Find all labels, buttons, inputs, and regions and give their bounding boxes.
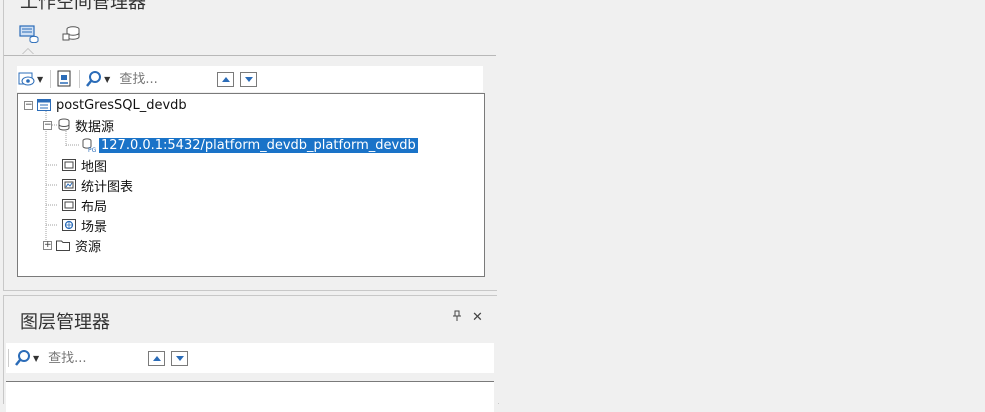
tree-node-charts[interactable]: 统计图表 <box>61 175 133 195</box>
search-icon <box>15 350 30 366</box>
tab-workspace[interactable] <box>16 22 42 46</box>
find-next-button[interactable] <box>171 350 189 366</box>
pin-button[interactable] <box>452 310 462 325</box>
close-button[interactable]: ✕ <box>472 310 483 325</box>
tree-node-scenes[interactable]: 场景 <box>61 215 107 235</box>
workspace-tree-icon <box>19 25 39 43</box>
toolbar-separator <box>8 349 9 367</box>
map-icon <box>61 157 77 173</box>
search-options-button[interactable]: ▼ <box>84 68 111 90</box>
find-previous-button[interactable] <box>217 71 235 87</box>
view-mode-button[interactable]: ▼ <box>17 68 44 90</box>
tree-node-label: 布局 <box>81 199 108 215</box>
tree-node-maps[interactable]: 地图 <box>61 155 107 175</box>
search-input[interactable] <box>115 71 218 87</box>
folder-icon <box>55 237 71 253</box>
toolbar-separator <box>79 70 81 88</box>
chevron-down-icon: ▼ <box>33 353 40 363</box>
tree-node-label: 127.0.0.1:5432/platform_devdb_platform_d… <box>99 137 418 153</box>
layout-icon <box>61 197 77 213</box>
tree-node-layouts[interactable]: 布局 <box>61 195 107 215</box>
toolbar-separator <box>50 70 52 88</box>
datasource-icon <box>55 117 71 133</box>
close-icon: ✕ <box>472 310 483 325</box>
workspace-manager-panel: 工作空间管理器 <box>3 0 499 291</box>
find-next-button[interactable] <box>240 71 258 87</box>
tree-node-resources[interactable]: + 资源 <box>43 235 101 255</box>
layer-search-options-button[interactable]: ▼ <box>13 347 40 369</box>
chevron-down-icon: ▼ <box>37 74 44 84</box>
find-previous-button[interactable] <box>148 350 166 366</box>
collapse-toggle[interactable]: − <box>43 119 52 130</box>
workspace-tree: − postGresSQL_devdb − 数据源 PG 127.0.0.1:5… <box>17 93 485 277</box>
tab-datasource[interactable] <box>58 22 84 46</box>
tree-node-connection[interactable]: PG 127.0.0.1:5432/platform_devdb_platfor… <box>81 135 418 155</box>
workspace-tabs <box>4 18 496 56</box>
workspace-toolbar: ▼ ▼ <box>17 66 483 92</box>
workspace-icon <box>36 97 52 113</box>
chart-icon <box>61 177 77 193</box>
tree-node-label: postGresSQL_devdb <box>56 97 187 113</box>
tree-node-label: 统计图表 <box>81 179 134 195</box>
expand-toggle[interactable]: + <box>43 239 52 250</box>
workspace-manager-title: 工作空间管理器 <box>20 0 146 13</box>
document-icon <box>57 70 71 87</box>
postgres-datasource-icon: PG <box>81 137 97 153</box>
arrow-up-icon <box>221 76 230 82</box>
arrow-down-icon <box>175 355 184 361</box>
pg-badge: PG <box>88 147 97 153</box>
arrow-up-icon <box>152 355 161 361</box>
tree-node-label: 场景 <box>81 219 108 235</box>
properties-button[interactable] <box>55 68 73 90</box>
chevron-down-icon: ▼ <box>104 74 111 84</box>
tree-node-label: 数据源 <box>75 119 115 135</box>
arrow-down-icon <box>244 76 253 82</box>
eye-icon <box>18 72 35 86</box>
search-icon <box>86 71 102 87</box>
database-icon <box>62 26 80 41</box>
tree-node-label: 地图 <box>81 159 108 175</box>
active-tab-indicator <box>22 48 34 54</box>
layer-manager-title: 图层管理器 <box>20 312 110 333</box>
tree-node-label: 资源 <box>75 239 102 255</box>
tree-node-datasources[interactable]: − 数据源 <box>43 115 114 135</box>
main-view-area <box>497 0 985 403</box>
collapse-toggle[interactable]: − <box>24 99 33 110</box>
tree-node-workspace[interactable]: − postGresSQL_devdb <box>24 95 187 115</box>
layer-list <box>6 381 494 412</box>
layer-search-input[interactable] <box>44 350 149 366</box>
pin-icon <box>453 310 461 321</box>
scene-icon <box>61 217 77 233</box>
layer-manager-panel: 图层管理器 ✕ ▼ <box>3 295 499 412</box>
layer-toolbar: ▼ <box>6 343 494 373</box>
left-dock: 工作空间管理器 <box>0 0 499 412</box>
